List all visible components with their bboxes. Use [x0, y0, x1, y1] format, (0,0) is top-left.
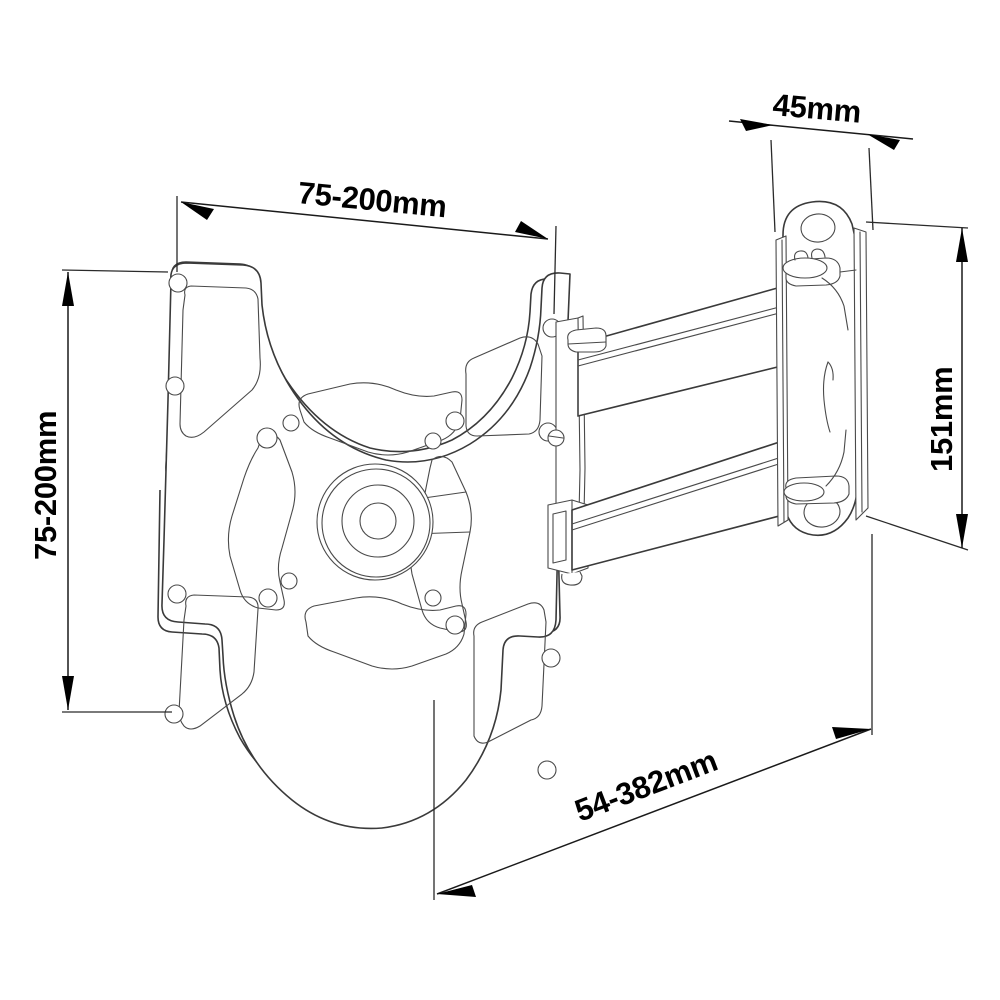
- vesa-mounting-plate: [157, 261, 571, 830]
- vesa-small-hole: [258, 588, 278, 608]
- dimension-label-extension-range: 54-382mm: [570, 743, 722, 829]
- arrow-head-left: [181, 202, 214, 220]
- vesa-small-hole: [424, 589, 442, 607]
- wall-plate-left-rail: [775, 235, 789, 527]
- vesa-small-hole: [282, 414, 300, 432]
- arrow-head-top: [956, 228, 968, 262]
- dimension-vesa-vertical: 75-200mm: [28, 269, 172, 713]
- wall-mounting-plate: [775, 200, 869, 537]
- arrow-head-right: [832, 727, 871, 739]
- vesa-screw-hole: [164, 704, 184, 724]
- vesa-small-hole: [424, 432, 442, 450]
- vesa-lobe-bottom: [304, 596, 467, 670]
- dimension-wall-plate-width: 45mm: [728, 87, 914, 233]
- swivel-center-hub: [316, 463, 434, 581]
- dimension-wall-plate-height: 151mm: [865, 221, 969, 551]
- dimension-label-wall-plate-height: 151mm: [924, 367, 959, 472]
- vesa-lobe-right-detail: [423, 491, 467, 499]
- arrow-head-top: [62, 272, 74, 306]
- vesa-screw-hole: [167, 584, 187, 604]
- vesa-screw-hole: [168, 273, 188, 293]
- arrow-head-left: [740, 119, 773, 131]
- vesa-small-hole: [445, 615, 465, 635]
- vesa-small-hole: [445, 411, 465, 431]
- vesa-screw-hole: [165, 376, 185, 396]
- vesa-lobe-left: [227, 433, 296, 611]
- tilt-bracket-hole: [547, 429, 565, 447]
- vesa-screw-hole: [541, 648, 561, 668]
- vesa-corner-pad-bottom-left: [164, 584, 259, 730]
- arrow-head-bottom: [62, 676, 74, 710]
- dimension-label-vesa-vertical: 75-200mm: [28, 411, 63, 560]
- arrow-head-left: [437, 885, 476, 897]
- vesa-screw-hole: [537, 760, 557, 780]
- upper-arm-left-pivot: [567, 327, 607, 353]
- vesa-small-hole: [280, 572, 298, 590]
- arrow-head-bottom: [956, 514, 968, 548]
- vesa-lobe-top: [298, 382, 463, 456]
- wall-plate-bottom-pivot: [783, 429, 850, 505]
- vesa-small-hole: [256, 427, 278, 449]
- vesa-corner-pad-top-left: [165, 273, 261, 438]
- arrow-head-right: [867, 134, 900, 150]
- arrow-head-right: [515, 221, 548, 239]
- wall-plate-top-pivot: [782, 248, 857, 331]
- wall-plate-hole-top: [800, 213, 836, 243]
- vesa-corner-pad-bottom-right: [473, 602, 561, 780]
- dimension-label-wall-plate-width: 45mm: [771, 87, 862, 130]
- dimension-label-vesa-horizontal: 75-200mm: [296, 175, 448, 224]
